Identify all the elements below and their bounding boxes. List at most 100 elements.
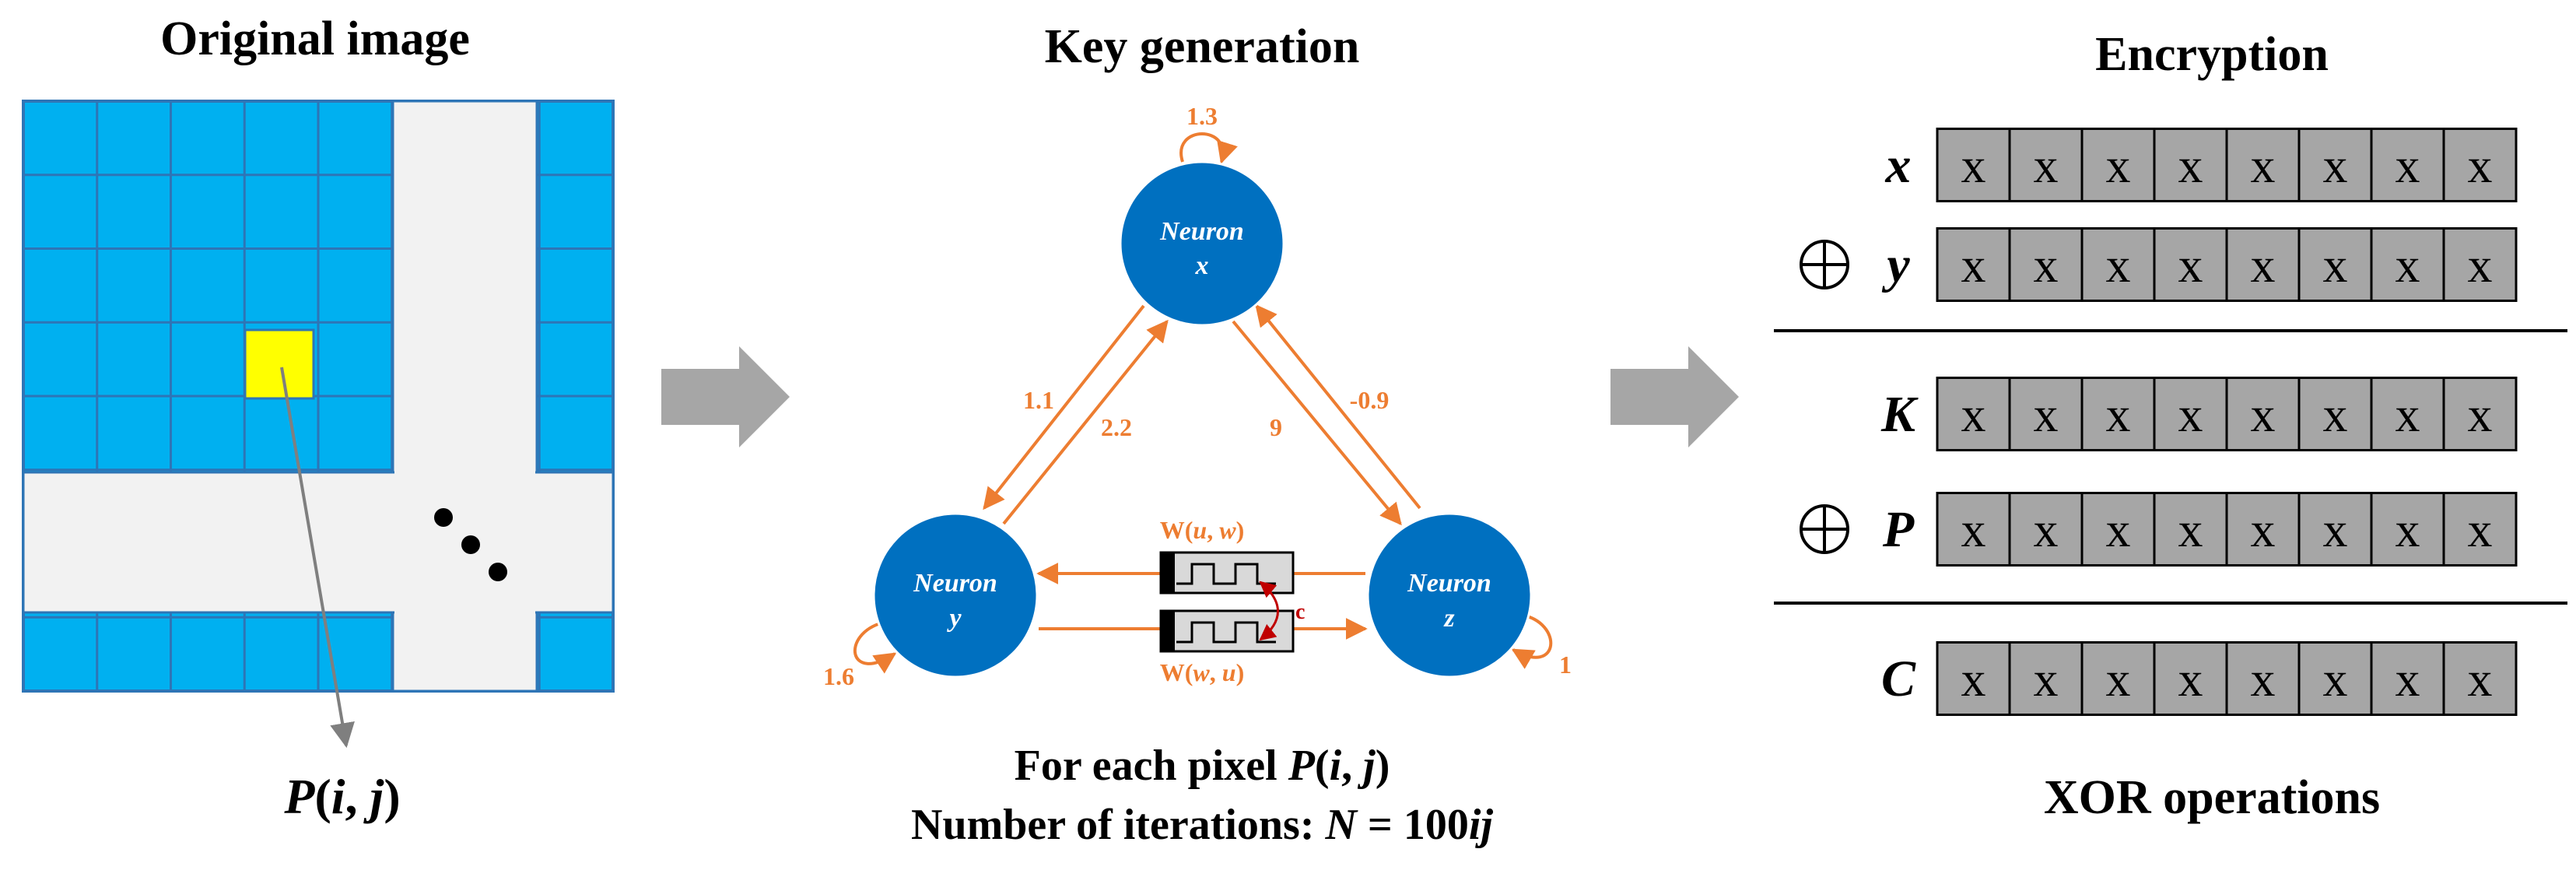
- bit-cell-label: x: [2323, 651, 2348, 707]
- bit-cell-label: x: [1961, 237, 1986, 293]
- bit-cell-label: x: [2468, 237, 2493, 293]
- row-label: C: [1881, 651, 1916, 707]
- bit-cell: [2080, 128, 2156, 202]
- coupling-label: c: [1295, 600, 1305, 624]
- original-image-title: Original image: [160, 12, 470, 65]
- weight-self-z: 1: [1559, 651, 1572, 679]
- neuron-y-var: y: [946, 604, 962, 633]
- bit-cell: [2080, 641, 2156, 716]
- key-generation-title: Key generation: [1045, 20, 1360, 73]
- bit-cell: [2008, 128, 2084, 202]
- bit-cell: [2297, 377, 2373, 451]
- bit-cell: [2442, 377, 2518, 451]
- bit-cell-label: x: [2251, 502, 2276, 557]
- self-loop-y: [853, 621, 897, 674]
- weight-x-to-y: 2.2: [1101, 413, 1132, 441]
- bit-cell-label: x: [2034, 138, 2059, 193]
- weight-self-y: 1.6: [823, 662, 854, 690]
- bit-cell: [2442, 227, 2518, 302]
- weight-y-to-x: 1.1: [1023, 386, 1054, 414]
- bit-cell-label: x: [2323, 138, 2348, 193]
- bit-cell-label: x: [2106, 502, 2131, 557]
- bit-cell-label: x: [2396, 237, 2420, 293]
- bit-cell-label: x: [2106, 387, 2131, 442]
- synapse-x-to-z: [1232, 320, 1402, 526]
- bit-cell: [1936, 377, 2011, 451]
- ellipsis-dot: [461, 535, 480, 554]
- memristor-top-label: W(u, w): [1160, 516, 1244, 544]
- encryption-title: Encryption: [2095, 28, 2329, 81]
- bit-cell-label: x: [2034, 237, 2059, 293]
- pixel-label: P(i, j): [283, 769, 400, 824]
- bit-cell-label: x: [2106, 237, 2131, 293]
- bit-cell-label: x: [2034, 651, 2059, 707]
- bit-cell-label: x: [2468, 651, 2493, 707]
- bit-cell: [2080, 227, 2156, 302]
- neuron-y: Neuron y: [872, 512, 1039, 679]
- neuron-y-word: Neuron: [913, 569, 997, 598]
- bit-cell: [2370, 377, 2445, 451]
- bit-cell-label: x: [2396, 387, 2420, 442]
- flow-arrow-right: [1610, 346, 1739, 447]
- bit-cell-label: x: [2396, 502, 2420, 557]
- caption-line-1: For each pixel P(i, j): [1015, 742, 1390, 790]
- memristor-bottom: [1159, 609, 1295, 653]
- pixel-pointer-arrow: [280, 367, 355, 749]
- bit-cell-label: x: [2468, 138, 2493, 193]
- weight-self-x: 1.3: [1186, 102, 1218, 130]
- bit-cell-label: x: [2251, 138, 2276, 193]
- bit-cell-label: x: [2396, 651, 2420, 707]
- bit-cell: [2008, 641, 2084, 716]
- bit-cell: [2442, 128, 2518, 202]
- ellipsis-dot: [434, 508, 453, 527]
- bit-cell: [2153, 641, 2228, 716]
- bit-cell-label: x: [2468, 387, 2493, 442]
- bit-cell: [2370, 227, 2445, 302]
- bit-cell: [2008, 377, 2084, 451]
- memristor-bottom-label: W(w, u): [1160, 658, 1244, 686]
- bit-cell: [1936, 128, 2011, 202]
- bit-cell-label: x: [2106, 138, 2131, 193]
- xor-operations-label: XOR operations: [2044, 771, 2380, 824]
- bit-cell: [2008, 227, 2084, 302]
- bit-cell-label: x: [2178, 387, 2203, 442]
- bit-cell-label: x: [2178, 138, 2203, 193]
- bit-cell-label: x: [2251, 387, 2276, 442]
- bit-cell: [1936, 227, 2011, 302]
- bit-cell-label: x: [2323, 387, 2348, 442]
- highlighted-pixel: [244, 328, 315, 400]
- row-label: K: [1880, 386, 1919, 443]
- memristor-top: [1159, 551, 1295, 595]
- coupling-arrow: [1259, 581, 1279, 641]
- bit-cell-label: x: [2178, 237, 2203, 293]
- synapse-y-to-x: [1002, 319, 1169, 525]
- bit-cell: [2370, 128, 2445, 202]
- bit-cell-label: x: [2251, 237, 2276, 293]
- synapse-x-to-y: [983, 304, 1145, 510]
- row-label: y: [1881, 237, 1910, 293]
- original-image-panel: Original image P(i, j): [22, 12, 615, 824]
- row-label: P: [1882, 501, 1915, 558]
- bit-cell: [2297, 128, 2373, 202]
- bit-cell: [2442, 641, 2518, 716]
- bit-cell: [2225, 492, 2301, 567]
- key-generation-panel: Key generation c W(u, w) W(w, u) 1.3: [823, 20, 1572, 849]
- bit-cell-label: x: [2034, 387, 2059, 442]
- neuron-x-var: x: [1195, 251, 1209, 280]
- bit-cell: [2225, 128, 2301, 202]
- bit-cell-label: x: [2178, 502, 2203, 557]
- caption-line-2: Number of iterations: N = 100ij: [911, 801, 1493, 849]
- bit-cell: [2297, 641, 2373, 716]
- neuron-z-var: z: [1443, 604, 1455, 633]
- bit-cell-label: x: [2468, 502, 2493, 557]
- bit-cell: [2442, 492, 2518, 567]
- ellipsis-dot: [489, 563, 507, 581]
- flow-arrow-right: [661, 346, 790, 447]
